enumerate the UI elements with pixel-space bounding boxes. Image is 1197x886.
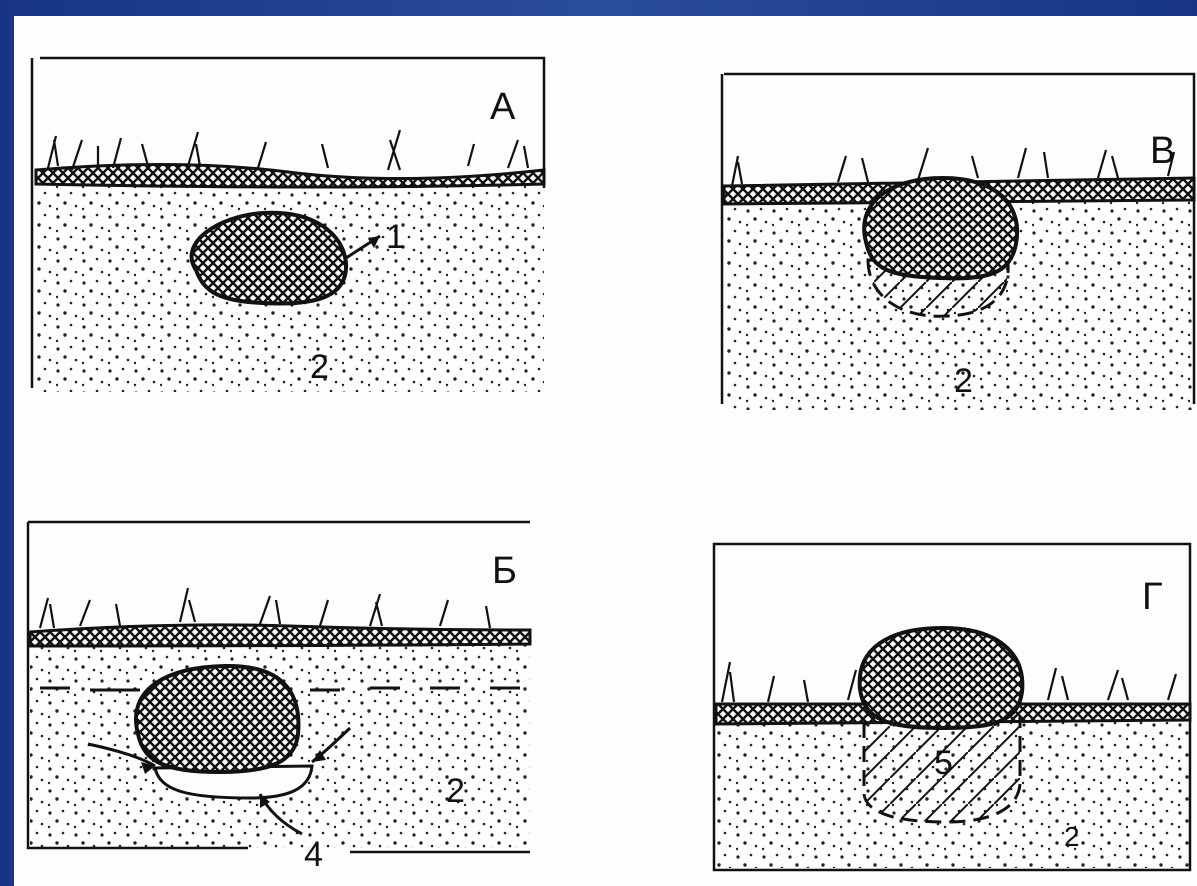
panel-g-zone-label: 5 xyxy=(934,746,953,780)
panel-g-soil-label: 2 xyxy=(1064,820,1080,854)
panel-a-soil-label: 2 xyxy=(310,350,329,384)
panel-a-rock-label: 1 xyxy=(386,220,405,254)
panel-b-flow-label: 4 xyxy=(304,838,323,872)
panel-v: В 2 xyxy=(718,74,1196,414)
panel-b-drawing xyxy=(20,522,532,862)
panel-g-drawing xyxy=(708,544,1192,874)
panel-b: Б 2 4 xyxy=(20,522,532,862)
panel-a-drawing xyxy=(28,58,548,398)
panel-g: Г 5 2 xyxy=(708,544,1192,874)
panel-g-letter: Г xyxy=(1142,578,1163,616)
panel-v-soil-label: 2 xyxy=(954,364,973,398)
panel-v-letter: В xyxy=(1150,132,1175,170)
panel-a-letter: А xyxy=(490,88,515,126)
panel-a: А 1 2 xyxy=(28,58,548,398)
panel-b-soil-label: 2 xyxy=(446,774,465,808)
panel-b-letter: Б xyxy=(492,552,517,590)
